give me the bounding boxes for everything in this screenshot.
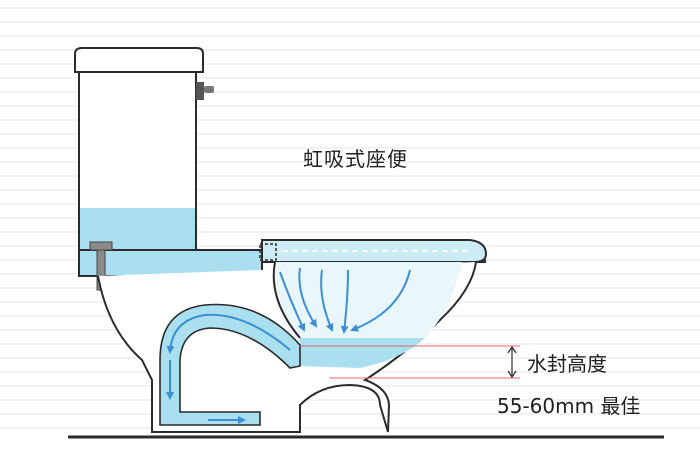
diagram-title: 虹吸式座便	[303, 143, 408, 172]
tank-lid	[75, 48, 203, 72]
water-seal-label: 水封高度	[527, 348, 607, 377]
flush-handle[interactable]	[196, 82, 204, 100]
bowl-water	[300, 338, 425, 368]
flush-handle-knob[interactable]	[204, 86, 214, 93]
toilet-tank	[75, 48, 214, 250]
tank-bolt-head	[90, 242, 112, 250]
water-seal-value: 55-60mm 最佳	[497, 390, 640, 419]
